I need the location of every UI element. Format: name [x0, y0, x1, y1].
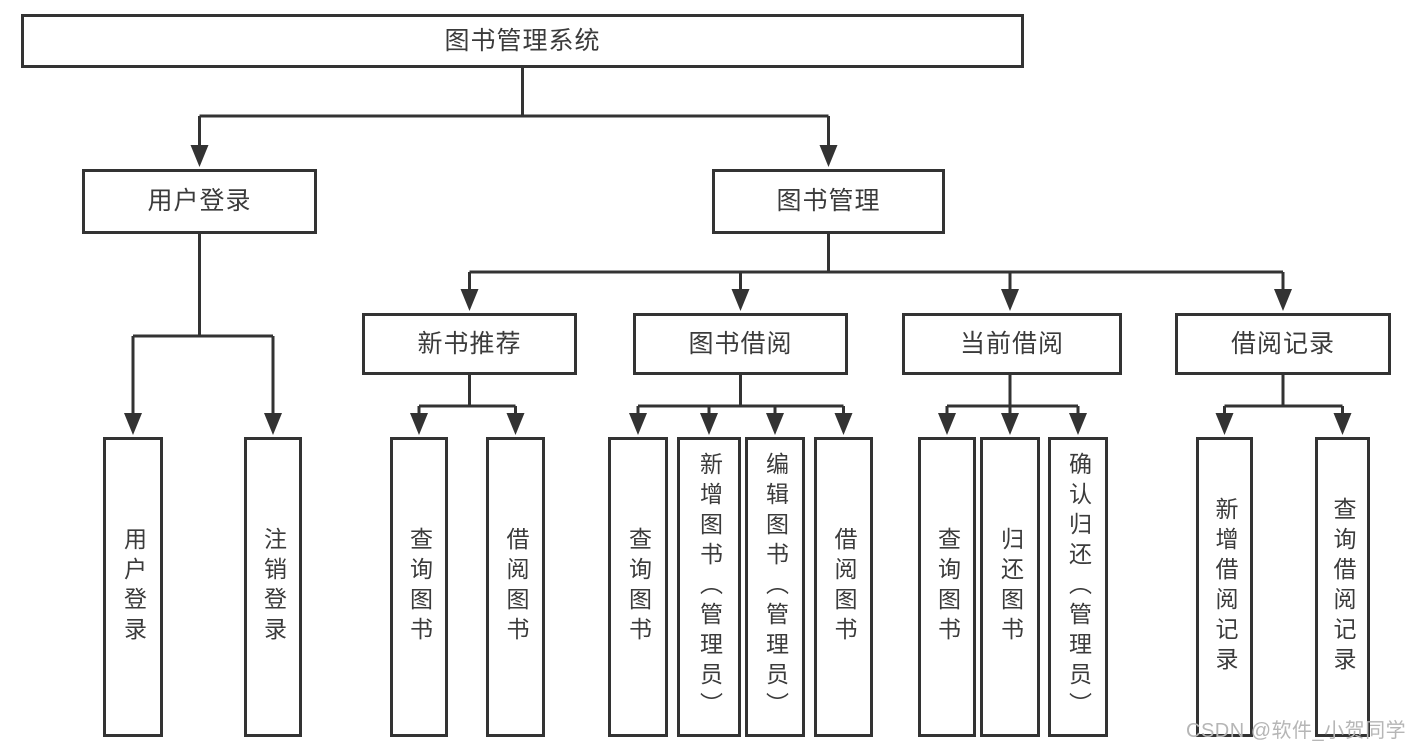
node-new-book-recommend: 新书推荐	[362, 313, 577, 375]
leaf-query-books-borrow: 查询图书	[608, 437, 668, 737]
leaf-add-borrow-record: 新增借阅记录	[1196, 437, 1253, 737]
leaf-confirm-return-admin: 确认归还（管理员）	[1048, 437, 1108, 737]
node-current-borrow: 当前借阅	[902, 313, 1122, 375]
leaf-query-borrow-record: 查询借阅记录	[1315, 437, 1370, 737]
leaf-edit-books-admin: 编辑图书（管理员）	[745, 437, 805, 737]
leaf-return-books: 归还图书	[980, 437, 1040, 737]
leaf-query-books-current: 查询图书	[918, 437, 976, 737]
leaf-user-login: 用户登录	[103, 437, 163, 737]
node-book-borrow: 图书借阅	[633, 313, 848, 375]
leaf-logout: 注销登录	[244, 437, 302, 737]
node-user-login: 用户登录	[82, 169, 317, 234]
leaf-borrow-books: 借阅图书	[814, 437, 873, 737]
node-root: 图书管理系统	[21, 14, 1024, 68]
leaf-borrow-books-recommend: 借阅图书	[486, 437, 545, 737]
connector-path	[131, 68, 1344, 414]
node-book-management: 图书管理	[712, 169, 945, 234]
node-borrow-records: 借阅记录	[1175, 313, 1391, 375]
leaf-query-books-recommend: 查询图书	[390, 437, 448, 737]
arrowheads	[124, 145, 1352, 435]
leaf-add-books-admin: 新增图书（管理员）	[677, 437, 741, 737]
watermark: CSDN @软件_小贺同学	[1186, 720, 1405, 742]
